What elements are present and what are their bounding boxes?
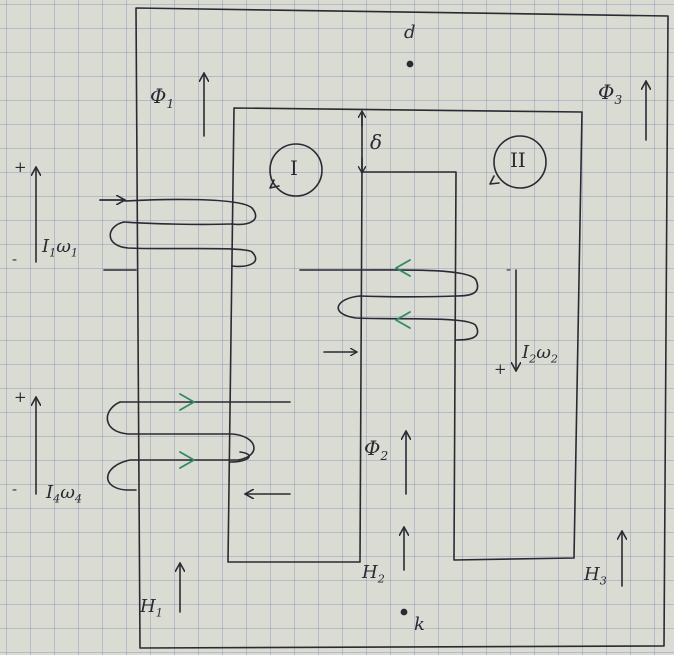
i2w2-label: I2ω2 (522, 342, 559, 366)
green-arrow-coil4-bottom (179, 451, 195, 469)
coil-2 (299, 269, 479, 341)
phi1-label: Φ1 (150, 84, 175, 111)
i4w4-label: I4ω4 (46, 482, 83, 506)
mmf4-minus-sign: - (12, 480, 18, 498)
outer-core-outline (135, 7, 669, 649)
loop-2-circle (489, 135, 547, 189)
green-arrow-coil4-top (179, 393, 195, 411)
mmf2-plus-sign: + (494, 360, 507, 378)
green-arrow-coil2-bottom (395, 311, 411, 329)
mmf1-minus-sign: - (12, 250, 18, 268)
coil-1 (99, 198, 257, 271)
delta-label: δ (370, 130, 383, 154)
point-d-label: d (404, 22, 416, 43)
h3-label: H3 (584, 564, 607, 588)
phi3-label: Φ3 (598, 80, 623, 107)
h2-label: H2 (362, 562, 385, 586)
point-k-dot (400, 608, 408, 616)
phi2-label: Φ2 (364, 436, 389, 463)
loop-2-label: II (510, 148, 526, 172)
mmf4-plus-sign: + (14, 388, 27, 406)
loop-1-circle (269, 143, 323, 197)
mmf2-minus-sign: - (506, 260, 512, 278)
point-d-dot (406, 60, 414, 68)
green-arrow-coil2-top (395, 259, 411, 277)
point-k-label: k (414, 614, 425, 635)
inner-window-outline (227, 107, 583, 563)
i1w1-label: I1ω1 (42, 236, 79, 260)
loop-1-label: I (290, 156, 298, 180)
h1-label: H1 (140, 596, 163, 620)
coil-4 (106, 401, 291, 491)
mmf1-plus-sign: + (14, 158, 27, 176)
